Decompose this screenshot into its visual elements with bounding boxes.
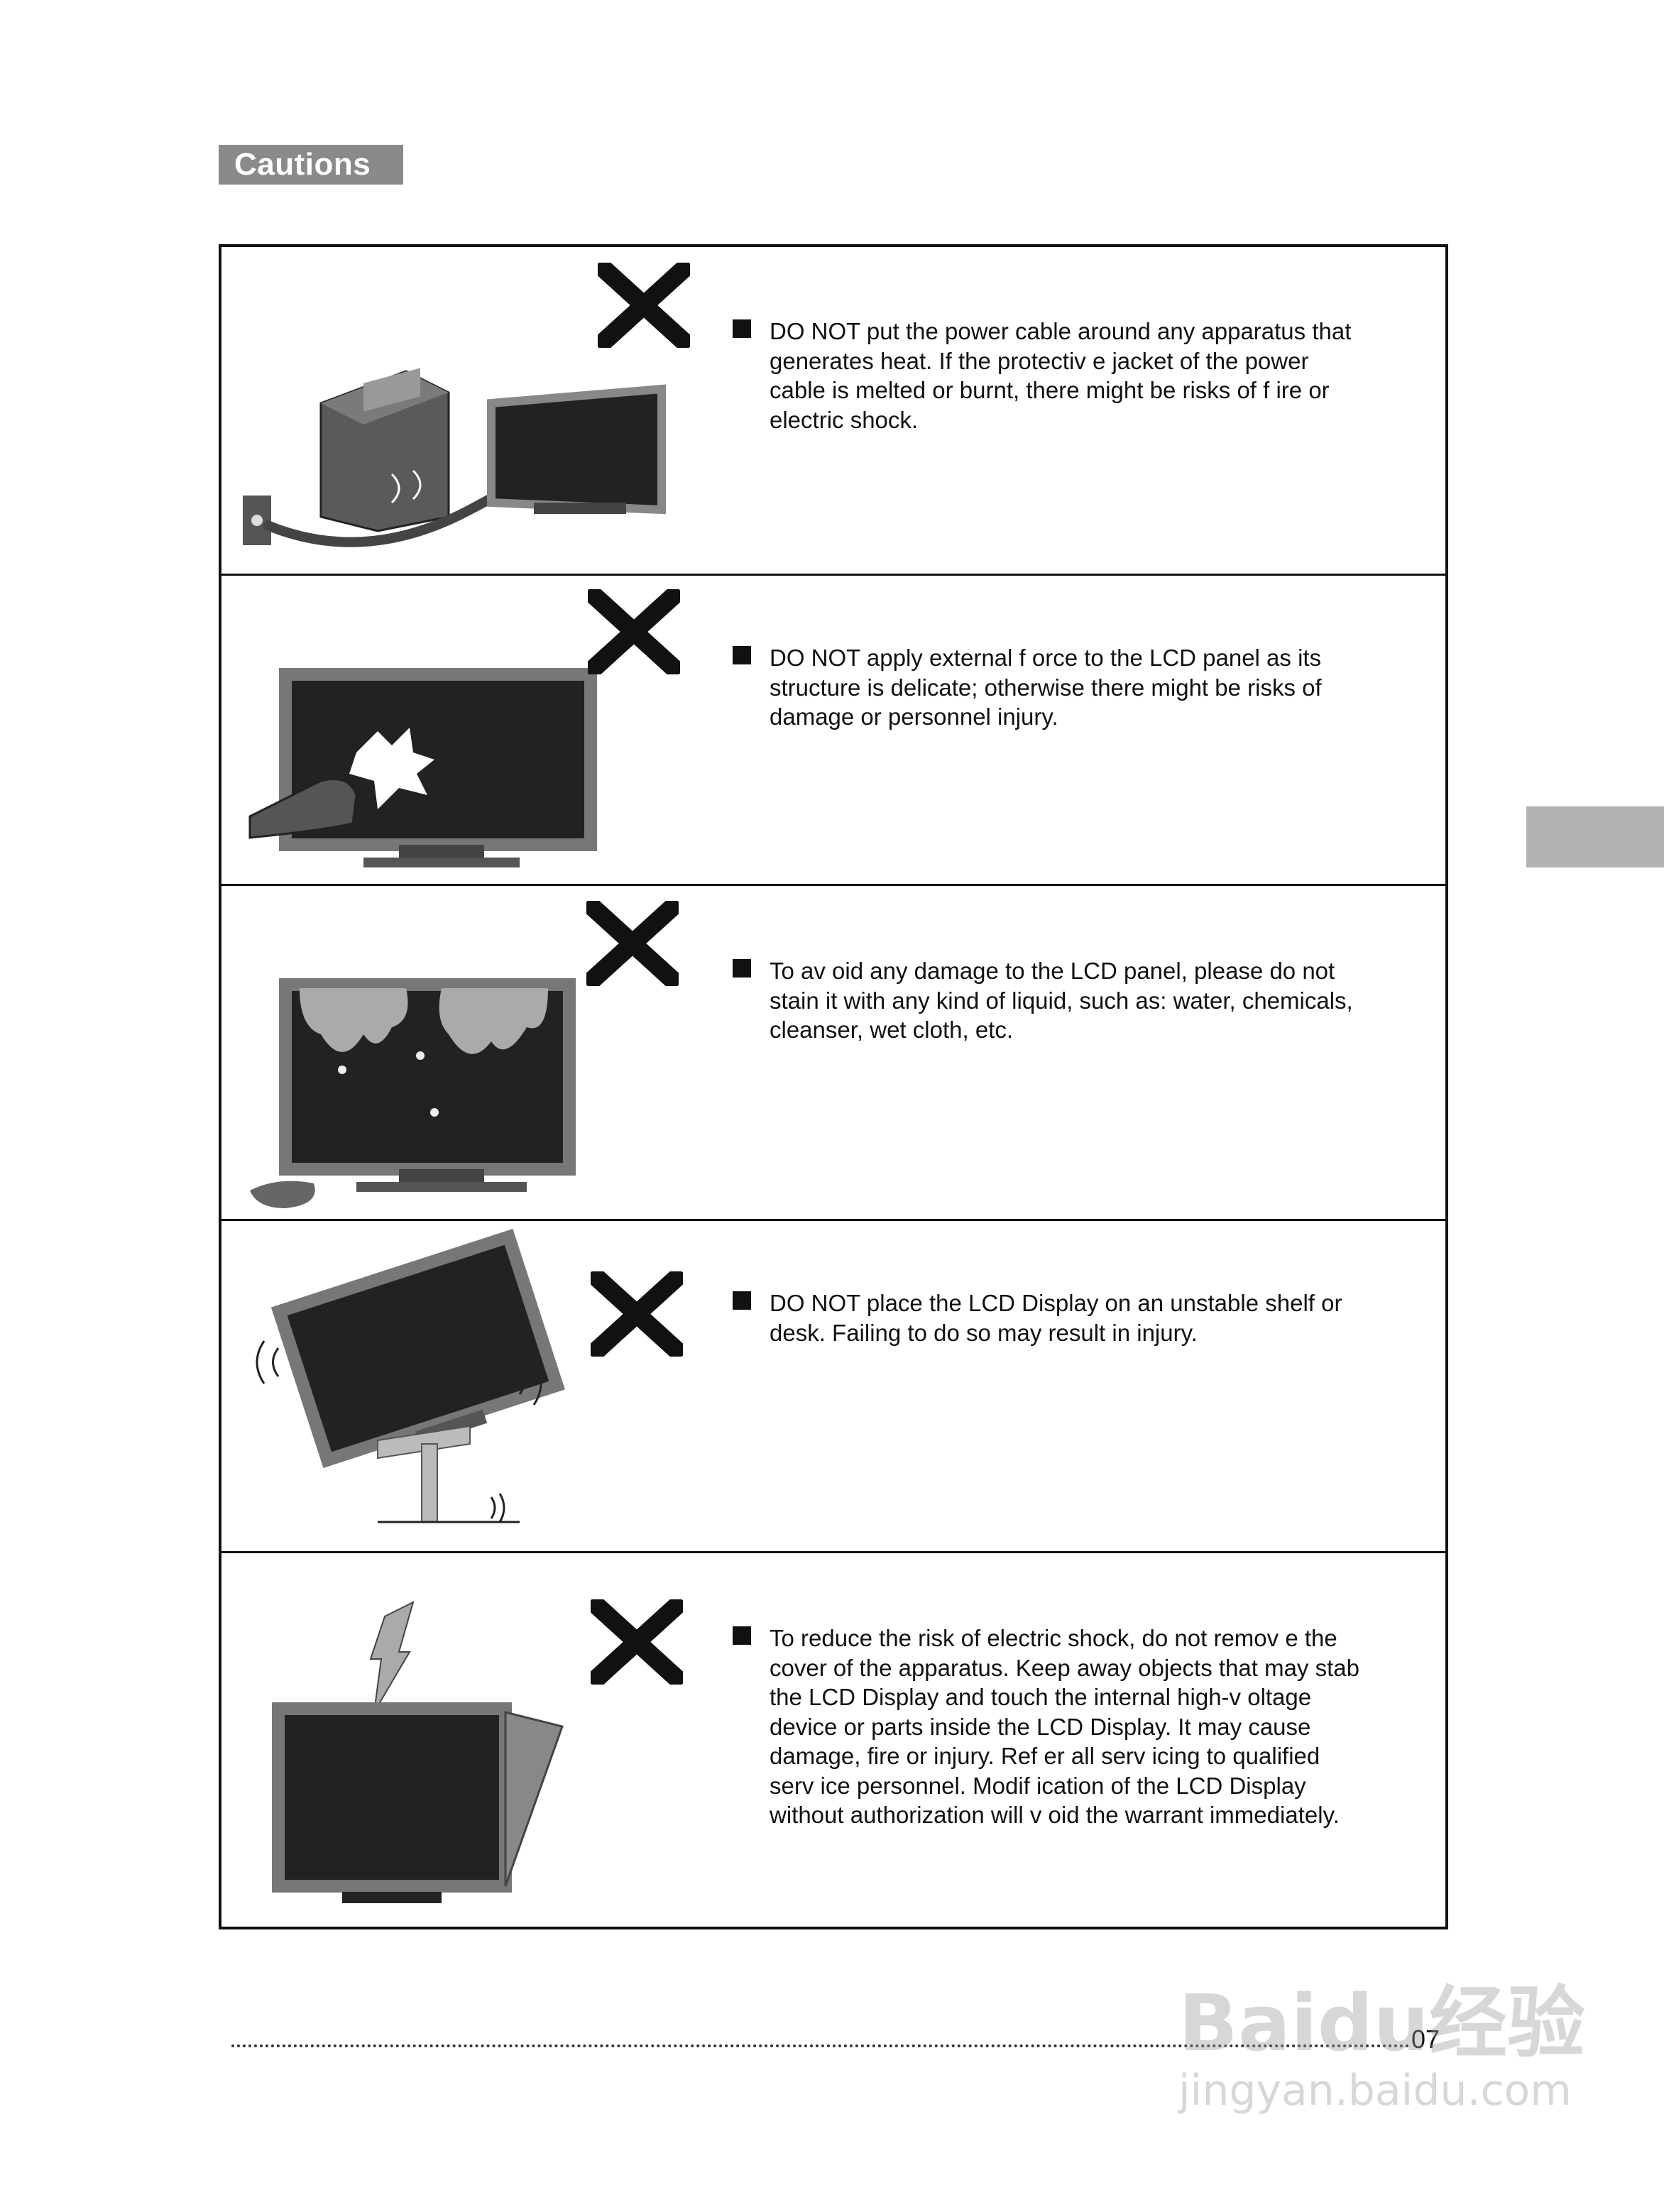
caution-text-5: To reduce the risk of electric shock, do… — [733, 1624, 1366, 1830]
footer-dotted-rule — [231, 2044, 1410, 2047]
caution-row-3: To av oid any damage to the LCD panel, p… — [221, 885, 1445, 1221]
bullet-square-icon — [733, 646, 751, 664]
prohibited-x-icon — [586, 901, 679, 986]
prohibited-x-icon — [598, 263, 690, 348]
external-force-illustration — [248, 668, 597, 867]
unstable-shelf-illustration — [256, 1228, 565, 1523]
heater-cable-illustration — [243, 368, 666, 547]
caution-text-2: DO NOT apply external f orce to the LCD … — [733, 643, 1366, 732]
caution-text-1: DO NOT put the power cable around any ap… — [733, 317, 1366, 434]
bullet-square-icon — [733, 959, 751, 978]
prohibited-x-icon — [588, 589, 680, 674]
bullet-square-icon — [733, 1626, 751, 1645]
chapter-side-tab — [1526, 806, 1664, 867]
page-number: 07 — [1411, 2025, 1440, 2054]
section-title: Cautions — [219, 145, 403, 185]
liquid-stain-illustration — [250, 978, 576, 1208]
bullet-square-icon — [733, 319, 751, 338]
caution-row-2: DO NOT apply external f orce to the LCD … — [221, 575, 1445, 886]
watermark-brand: Baidu经验 — [1178, 1978, 1585, 2069]
prohibited-x-icon — [591, 1271, 683, 1357]
baidu-watermark: Baidu经验 jingyan.baidu.com — [1178, 1959, 1585, 2115]
caution-text-4: DO NOT place the LCD Display on an unsta… — [733, 1288, 1366, 1347]
remove-cover-illustration — [272, 1601, 564, 1903]
caution-text-3: To av oid any damage to the LCD panel, p… — [733, 956, 1366, 1045]
prohibited-x-icon — [591, 1599, 683, 1685]
watermark-url: jingyan.baidu.com — [1178, 2066, 1572, 2115]
caution-row-5: To reduce the risk of electric shock, do… — [221, 1553, 1445, 1927]
caution-row-1: DO NOT put the power cable around any ap… — [221, 247, 1445, 576]
cautions-table: DO NOT put the power cable around any ap… — [219, 244, 1448, 1929]
caution-row-4: DO NOT place the LCD Display on an unsta… — [221, 1220, 1445, 1553]
bullet-square-icon — [733, 1291, 751, 1310]
